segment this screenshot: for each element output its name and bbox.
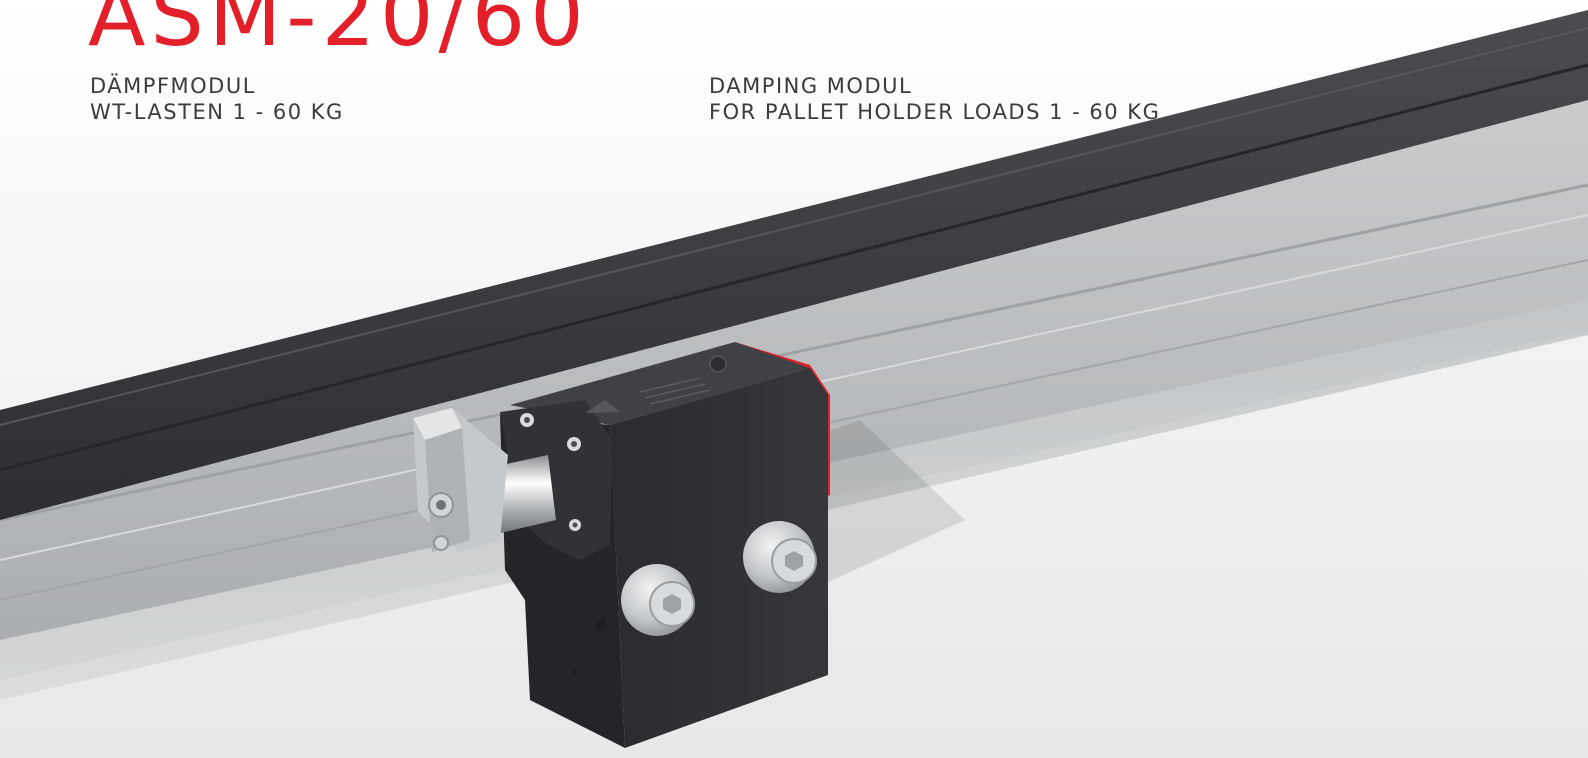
description-english-line-2: FOR PALLET HOLDER LOADS 1 - 60 KG [709,100,1161,124]
product-title: ASM-20/60 [88,0,589,65]
description-english-line-1: DAMPING MODUL [709,74,913,98]
description-german-line-1: DÄMPFMODUL [90,74,256,98]
description-english: DAMPING MODUL FOR PALLET HOLDER LOADS 1 … [709,73,1160,125]
description-german-line-2: WT-LASTEN 1 - 60 KG [90,100,344,124]
description-german: DÄMPFMODUL WT-LASTEN 1 - 60 KG [90,73,344,125]
